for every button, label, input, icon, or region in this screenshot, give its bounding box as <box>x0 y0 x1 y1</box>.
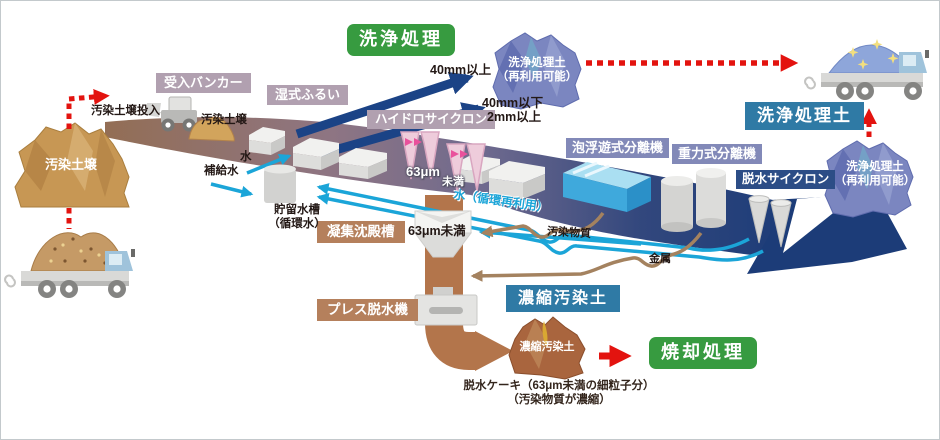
press-dehydrator-label: プレス脱水機 <box>317 299 418 322</box>
reusable-top-line2: （再利用可能） <box>496 70 578 83</box>
incoming-dump-truck-icon <box>4 232 135 298</box>
washed-soil-pile-right <box>824 140 914 218</box>
metal-label: 金属 <box>649 253 671 265</box>
press-dehydrator-machine <box>414 287 478 326</box>
reusable-right-line1: 洗浄処理土 <box>846 161 904 173</box>
caption-line1: 脱水ケーキ（63μm未満の細粒子分） <box>463 380 655 392</box>
contaminated-soil-pile-label: 汚染土壌 <box>44 157 97 172</box>
coagulation-tank-label: 凝集沈殿槽 <box>317 221 405 244</box>
under-40mm-label: 40mm以下 <box>482 96 544 110</box>
washed-soil-reusable-top-label: 洗浄処理土 （再利用可能） <box>491 57 583 85</box>
coagulation-tank-box <box>414 210 472 258</box>
reusable-right-line2: （再利用可能） <box>834 174 916 187</box>
hydrocyclone-label: ハイドロサイクロン <box>367 110 496 129</box>
process-conveyor-band <box>105 117 793 258</box>
flotation-separator-label: 泡浮遊式分離機 <box>566 138 670 158</box>
washing-process-badge: 洗浄処理 <box>347 24 455 56</box>
washed-soil-box-label: 洗浄処理土 <box>745 102 864 131</box>
red-flow-arrows <box>66 54 878 368</box>
outgoing-truck-icon <box>804 39 929 100</box>
sparkles <box>847 39 899 70</box>
contaminants-label: 汚染物質 <box>546 225 592 241</box>
soil-at-loader-label: 汚染土壌 <box>201 114 247 126</box>
storage-tank-line2: （循環水） <box>268 217 326 230</box>
hydrocyclone-cones <box>400 131 486 192</box>
exhaust-puff <box>804 76 816 90</box>
dewatering-cyclone-label: 脱水サイクロン <box>736 170 836 189</box>
concentrated-soil-box-label: 濃縮汚染土 <box>506 285 621 313</box>
reusable-top-line1: 洗浄処理土 <box>508 57 566 69</box>
washed-soil-pile-top <box>492 32 582 110</box>
over-40mm-label: 40mm以上 <box>430 63 492 77</box>
incineration-process-badge: 焼却処理 <box>649 337 757 369</box>
dewatering-cyclone-cones <box>748 195 792 248</box>
under-63um-label: 63μm未満 <box>408 224 466 238</box>
receiving-bunker-label: 受入バンカー <box>156 73 251 93</box>
exhaust-puff <box>4 274 16 288</box>
cyclone-flow-arrows <box>405 138 468 158</box>
water-label: 水 <box>240 151 252 163</box>
gravity-separator-cylinders <box>661 168 726 232</box>
soil-mound-at-loader <box>188 116 235 142</box>
gravity-separator-label: 重力式分離機 <box>672 144 763 164</box>
storage-tank <box>264 164 296 203</box>
concentrated-soil-pile <box>508 316 586 380</box>
contaminant-lines <box>470 211 703 282</box>
over-2mm-label: 2mm以上 <box>487 110 542 124</box>
under-63um-band-label: 63μm <box>406 164 440 179</box>
dewatered-cake-caption: 脱水ケーキ（63μm未満の細粒子分） （汚染物質が濃縮） <box>449 380 669 408</box>
wet-screen-label: 湿式ふるい <box>267 85 349 105</box>
flotation-separator-machine <box>563 161 651 212</box>
storage-tank-label: 貯留水槽 （循環水） <box>247 204 347 232</box>
contaminated-soil-pile <box>14 122 130 208</box>
storage-tank-line1: 貯留水槽 <box>274 204 320 216</box>
under-63um-band-label2: 未満 <box>442 176 464 188</box>
concentrated-soil-pile-label: 濃縮汚染土 <box>519 341 575 353</box>
makeup-water-label: 補給水 <box>204 165 239 177</box>
caption-line2: （汚染物質が濃縮） <box>507 393 611 406</box>
washed-soil-reusable-right-label: 洗浄処理土 （再利用可能） <box>823 161 927 189</box>
wheel-loader-icon <box>145 96 197 132</box>
soil-input-label: 汚染土壌投入 <box>91 105 160 117</box>
